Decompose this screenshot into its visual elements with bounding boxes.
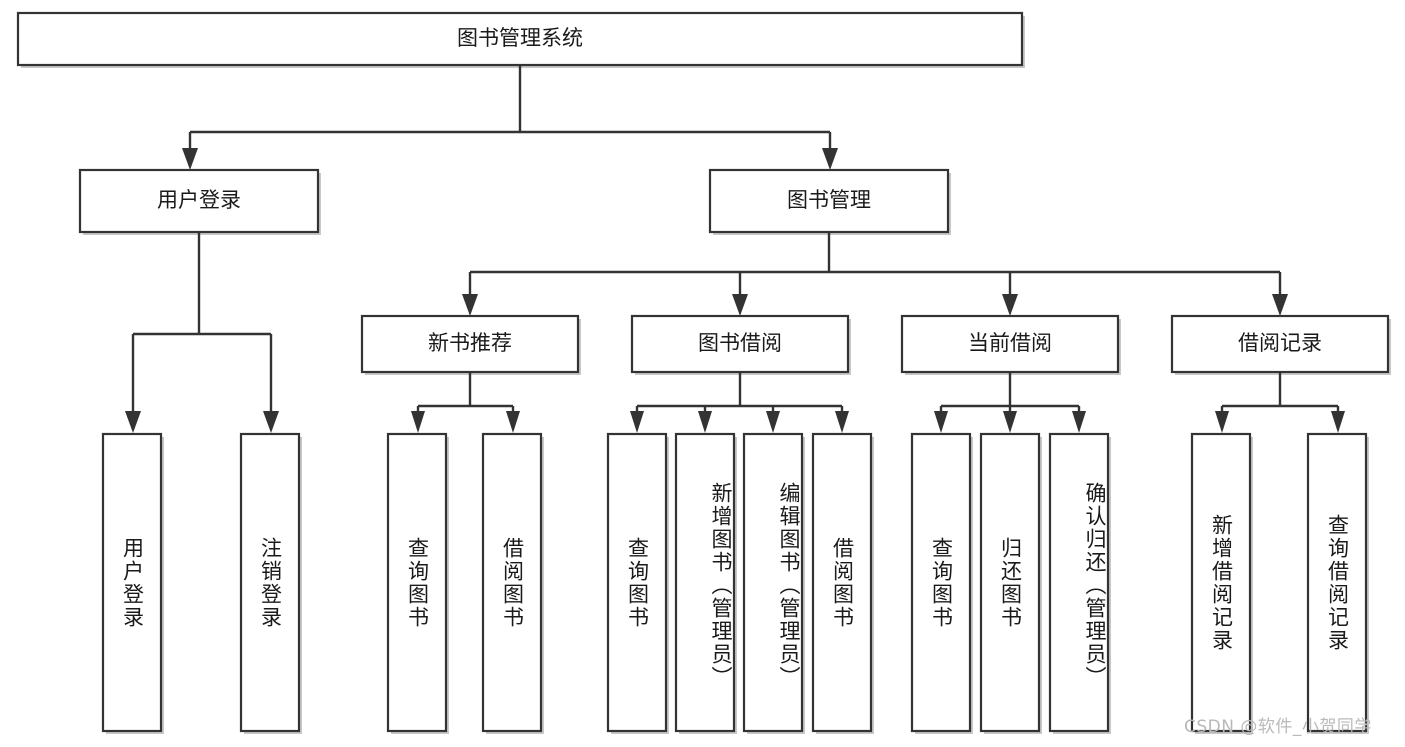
node-new-book-recommend-box[interactable] <box>360 314 581 375</box>
node-leaf-query-book-1-box[interactable] <box>386 432 449 734</box>
connector-book-manage-to-level3 <box>462 232 1288 316</box>
connector-user-login-to-leaves <box>125 232 279 433</box>
connector-current-borrow-to-leaves <box>934 372 1086 433</box>
node-book-manage-box[interactable] <box>708 168 951 235</box>
node-leaf-query-record-box[interactable] <box>1306 432 1369 734</box>
node-leaf-user-login-box[interactable] <box>101 432 164 734</box>
node-leaf-borrow-book-2-box[interactable] <box>811 432 874 734</box>
node-leaf-query-book-3-box[interactable] <box>910 432 973 734</box>
connector-borrow-record-to-leaves <box>1215 372 1345 433</box>
node-current-borrow-box[interactable] <box>900 314 1121 375</box>
node-leaf-borrow-book-1-box[interactable] <box>481 432 544 734</box>
node-borrow-record-box[interactable] <box>1170 314 1391 375</box>
node-user-login-box[interactable] <box>78 168 321 235</box>
node-leaf-query-book-2-box[interactable] <box>606 432 669 734</box>
node-leaf-return-book-box[interactable] <box>979 432 1042 734</box>
node-leaf-add-book-box[interactable] <box>674 432 737 734</box>
connector-book-borrow-to-leaves <box>630 372 849 433</box>
node-root-box[interactable] <box>16 11 1025 68</box>
node-leaf-logout-login-box[interactable] <box>239 432 302 734</box>
node-leaf-add-record-box[interactable] <box>1190 432 1253 734</box>
node-book-borrow-box[interactable] <box>630 314 851 375</box>
node-leaf-edit-book-box[interactable] <box>742 432 805 734</box>
connector-new-book-recommend-to-leaves <box>411 372 520 433</box>
connector-root-to-level2 <box>182 65 838 170</box>
node-leaf-confirm-return-box[interactable] <box>1048 432 1111 734</box>
csdn-watermark: CSDN @软件_小贺同学 <box>1184 717 1372 737</box>
